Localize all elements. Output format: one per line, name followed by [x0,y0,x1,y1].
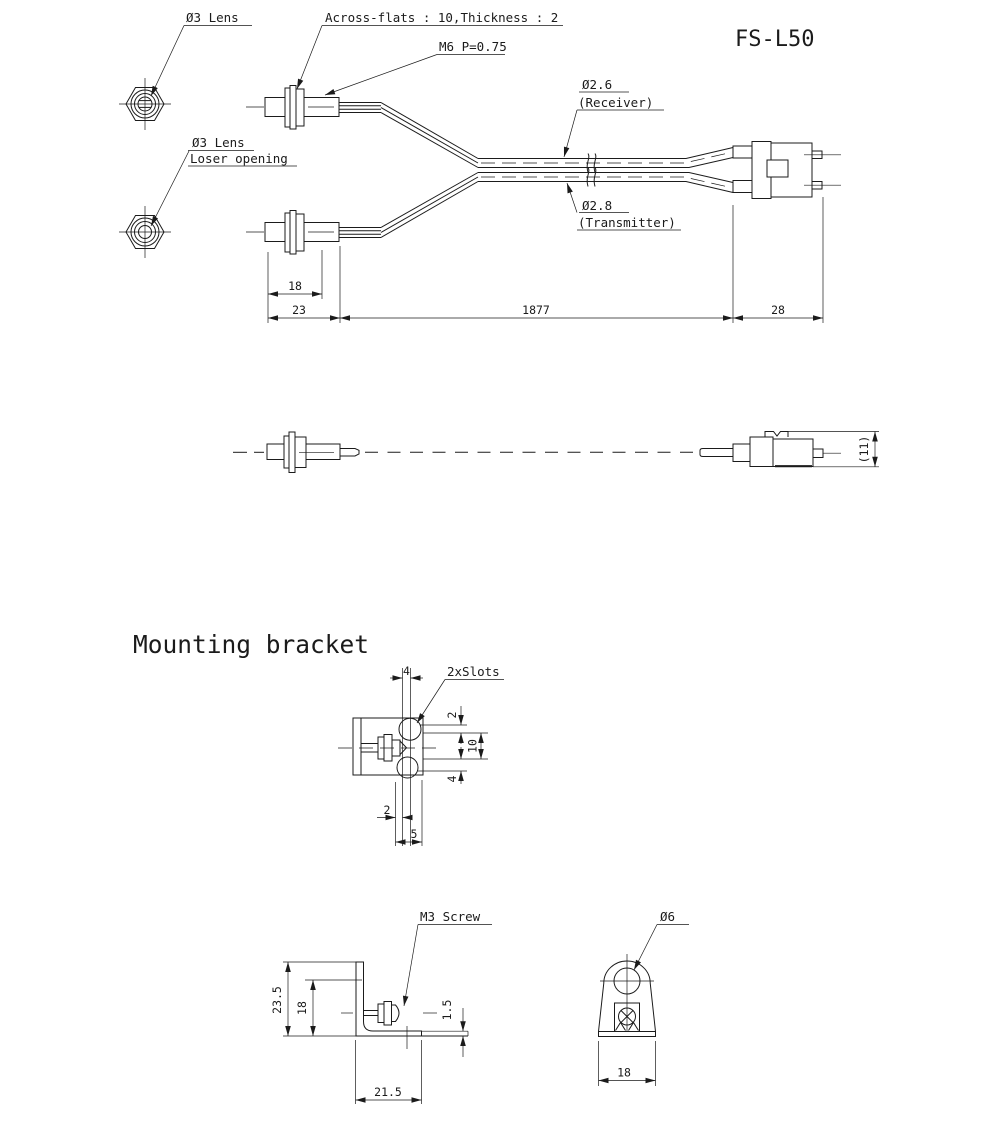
hex-lens-front-view-top [119,78,171,130]
side-view: (11) [233,431,879,473]
sensor-head-side-view [266,431,360,473]
dim-connector-height: (11) [857,436,871,464]
dim-bracket-height: 23.5 [270,986,284,1014]
dim-slot-offset-bottom: 4 [445,775,459,782]
thread-spec-label: M6 P=0.75 [439,39,507,54]
m3-screw-side [363,1001,400,1026]
transmitter-label: (Transmitter) [578,215,676,230]
bracket-side-view: 23.5 18 1.5 21.5 M3 Screw [270,909,492,1104]
upper-sensor-head [246,85,381,130]
dim-bracket-hole-height: 18 [295,1001,309,1015]
bracket-front-dimension: 18 [598,1041,656,1086]
slot-hole-bottom [396,756,419,779]
dim-cable-length: 1877 [522,303,550,317]
m3-screw-label: M3 Screw [420,909,481,924]
dim-bracket-depth: 21.5 [374,1085,402,1099]
bracket-top-view: 4 2xSlots 2 10 4 2 5 [338,664,504,846]
bracket-side-dimensions: 23.5 18 1.5 21.5 [270,961,466,1104]
main-top-view: Ø3 Lens Across-flats : 10,Thickness : 2 … [119,10,841,323]
lower-sensor-head [246,210,381,255]
dim-plate-thickness: 1.5 [440,1000,454,1021]
y-cable [380,102,734,238]
top-view-dimensions: 18 23 1877 28 [267,197,824,323]
side-view-dimension: (11) [788,431,879,468]
connector-side-view [699,431,841,468]
lens-bottom-label-2: Loser opening [190,151,288,166]
lens-top-label: Ø3 Lens [186,10,239,25]
across-flats-label: Across-flats : 10,Thickness : 2 [325,10,558,25]
transmitter-dia-label: Ø2.8 [582,198,612,213]
part-number-title: FS-L50 [735,27,814,52]
connector-latch [764,431,789,437]
hex-lens-front-view-bottom [119,206,171,258]
slot-hole-top [398,717,422,741]
receiver-label: (Receiver) [578,95,653,110]
dim-bracket-width: 18 [617,1066,631,1080]
dim-slot-width: 4 [403,664,410,678]
bracket-top-dimensions: 4 2xSlots 2 10 4 2 5 [377,664,504,846]
lens-bottom-label-1: Ø3 Lens [192,135,245,150]
cable-break-mark [586,153,590,173]
bracket-front-view: Ø6 18 [598,909,689,1086]
bracket-section-title: Mounting bracket [133,630,369,659]
receiver-dia-label: Ø2.6 [582,77,612,92]
dim-slot-offset-top: 2 [445,712,459,719]
bracket-hole-dia-label: Ø6 [660,909,675,924]
dim-slot-pitch: 10 [466,739,480,753]
dim-connector-length: 28 [771,303,785,317]
dim-slot-edge: 2 [384,803,391,817]
connector-top-view [732,141,841,199]
dim-slot-center: 5 [411,827,418,841]
dim-head-flange: 18 [288,279,302,293]
slots-label: 2xSlots [447,664,500,679]
dim-head-total: 23 [292,303,306,317]
leader-labels-top: Ø3 Lens Across-flats : 10,Thickness : 2 … [150,10,681,231]
